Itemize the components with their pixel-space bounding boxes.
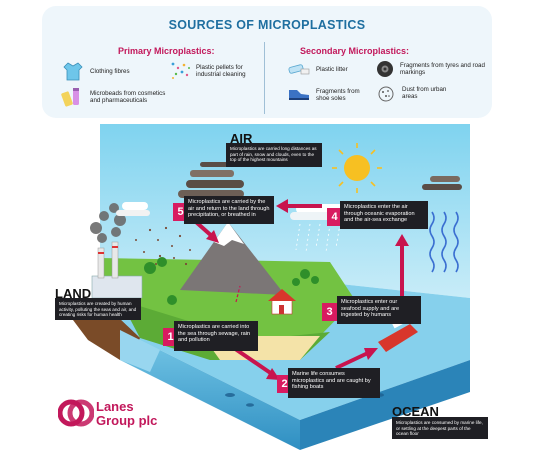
shoe-icon <box>287 86 311 102</box>
ocean-description: Microplastics are consumed by marine lif… <box>392 417 488 439</box>
step-4-badge: 4 <box>327 208 342 226</box>
source-plastic-pellets: Plastic pellets for industrial cleaning <box>196 64 246 78</box>
step-2-text: Marine life consumes microplastics and a… <box>288 368 380 398</box>
dust-icon <box>376 84 396 104</box>
ocean-title: OCEAN <box>392 404 439 419</box>
step-3-text: Microplastics enter our seafood supply a… <box>337 296 421 324</box>
step-5-text: Microplastics are carried by the air and… <box>184 196 274 224</box>
logo-line-2: Group plc <box>96 413 158 428</box>
tyre-icon <box>376 60 394 78</box>
source-microbeads: Microbeads from cosmetics and pharmaceut… <box>90 90 166 104</box>
source-clothing-fibres: Clothing fibres <box>90 68 130 75</box>
step-4-text: Microplastics enter the air through ocea… <box>340 201 428 229</box>
primary-title: Primary Microplastics: <box>118 46 215 56</box>
mountain <box>180 222 285 295</box>
land-surface <box>100 258 355 346</box>
flow-arrows <box>194 199 409 380</box>
factory <box>91 241 143 299</box>
clothing-icon <box>62 60 84 82</box>
step-1-text: Microplastics are carried into the sea t… <box>174 321 258 351</box>
source-tyres-road-markings: Fragments from tyres and road markings <box>400 62 485 76</box>
page-title: SOURCES OF MICROPLASTICS <box>168 18 366 32</box>
house <box>268 289 296 315</box>
step-3-badge: 3 <box>322 303 337 321</box>
air-description: Microplastics are carried long distances… <box>226 143 322 167</box>
land-title: LAND <box>55 286 92 301</box>
ocean-front-right <box>300 360 470 450</box>
source-urban-dust: Dust from urban areas <box>402 86 447 100</box>
source-plastic-litter: Plastic litter <box>316 66 348 73</box>
logo-line-1: Lanes <box>96 399 134 414</box>
sun <box>332 143 382 193</box>
sources-panel <box>42 6 492 118</box>
pellets-icon <box>170 60 192 80</box>
secondary-title: Secondary Microplastics: <box>300 46 410 56</box>
air-title: AIR <box>230 131 253 146</box>
land-description: Microplastics are created by human activ… <box>55 298 141 320</box>
litter-icon <box>287 60 311 78</box>
lanes-group-logo-mark <box>57 398 95 428</box>
ocean-front-left <box>120 330 300 450</box>
mountain-snow <box>214 222 244 246</box>
source-shoe-soles: Fragments from shoe soles <box>316 88 360 102</box>
cosmetics-icon <box>60 86 84 108</box>
column-divider <box>264 42 265 114</box>
